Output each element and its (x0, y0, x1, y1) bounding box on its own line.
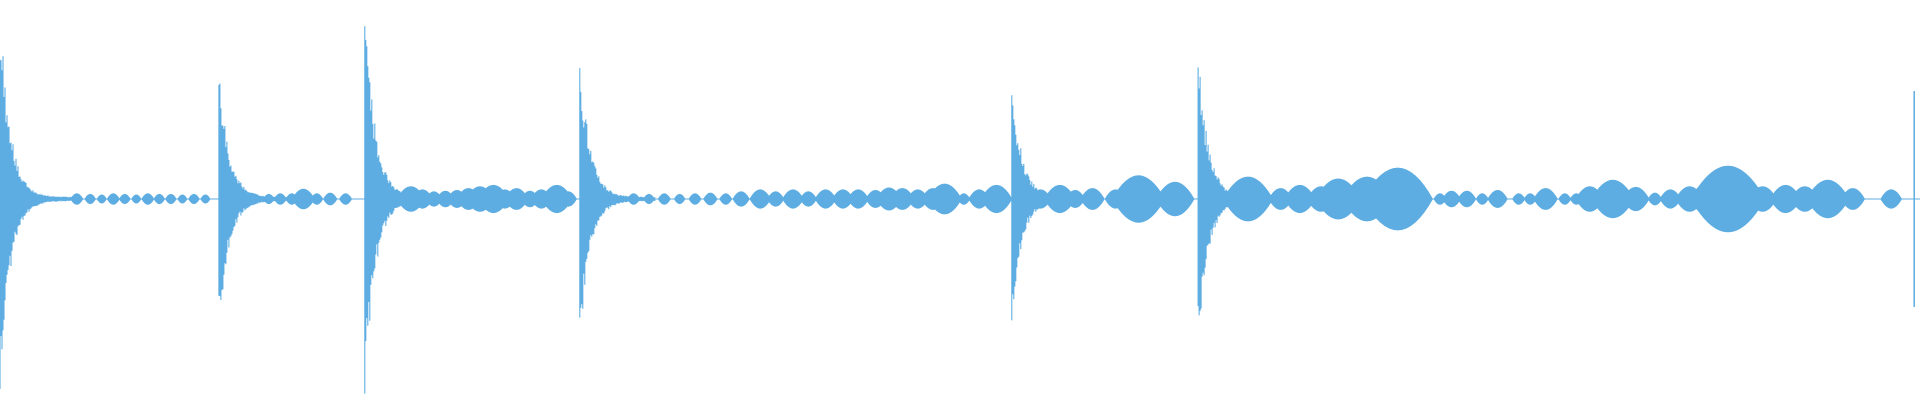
waveform-blip-44 (749, 189, 772, 209)
waveform-blip-2 (96, 194, 107, 204)
waveform-blip-0 (70, 193, 84, 205)
waveform-blip-77 (1442, 190, 1461, 208)
waveform-shape (0, 26, 1915, 394)
waveform-blip-42 (719, 193, 733, 205)
waveform-blip-84 (1558, 193, 1572, 205)
waveform-blip-66 (1111, 175, 1166, 223)
waveform-blip-49 (832, 189, 854, 209)
waveform-blip-46 (782, 189, 804, 209)
waveform-blip-61 (1029, 189, 1052, 209)
waveform-blip-14 (263, 193, 275, 205)
waveform-blip-10 (188, 193, 200, 205)
waveform-blip-64 (1080, 188, 1105, 210)
waveform-transient-2 (364, 26, 441, 394)
waveform-blip-75 (1406, 188, 1432, 210)
waveform-blip-43 (732, 191, 750, 207)
waveform-blip-95 (1769, 184, 1802, 214)
waveform-blip-3 (106, 193, 120, 205)
waveform-blip-35 (559, 191, 577, 207)
waveform-blip-11 (200, 194, 211, 204)
waveform-blip-79 (1475, 193, 1489, 205)
waveform-blip-68 (1222, 176, 1274, 222)
waveform-blip-6 (141, 193, 155, 205)
waveform-blip-53 (890, 188, 915, 210)
waveform-blip-8 (165, 193, 177, 205)
waveform-blip-23 (411, 189, 434, 209)
waveform-blip-54 (907, 189, 929, 209)
waveform-blip-98 (1840, 188, 1865, 210)
waveform-blip-97 (1806, 179, 1850, 219)
waveform-blip-31 (504, 188, 529, 210)
waveform-blip-74 (1362, 167, 1433, 231)
waveform-transient-0 (0, 56, 76, 389)
waveform-blip-63 (1065, 190, 1086, 208)
waveform-blip-67 (1155, 181, 1195, 217)
waveform-blip-20 (339, 193, 353, 205)
waveform-blip-47 (799, 191, 817, 207)
waveform-blip-34 (541, 184, 573, 214)
waveform-blip-37 (643, 193, 655, 205)
waveform-blip-36 (627, 193, 641, 205)
waveform-blip-88 (1622, 186, 1650, 212)
waveform-blip-15 (273, 193, 287, 205)
waveform-blip-45 (767, 191, 785, 207)
waveform-blip-1 (84, 193, 96, 205)
waveform-blip-83 (1533, 188, 1558, 210)
waveform-blip-40 (688, 193, 702, 205)
waveform-blip-24 (425, 191, 443, 207)
waveform-blip-94 (1748, 186, 1777, 212)
waveform-blip-69 (1268, 188, 1293, 210)
waveform-blip-59 (980, 184, 1013, 214)
waveform-blip-12 (228, 190, 248, 208)
waveform-blip-56 (927, 183, 962, 215)
waveform-blip-82 (1523, 193, 1537, 205)
waveform-blip-62 (1044, 184, 1076, 214)
waveform-blip-89 (1647, 192, 1663, 206)
waveform-blip-81 (1512, 193, 1526, 205)
waveform-transient-3 (579, 68, 656, 318)
waveform-blip-78 (1457, 190, 1477, 208)
waveform-blip-19 (323, 192, 338, 206)
waveform-blip-13 (247, 193, 260, 205)
waveform-blip-39 (673, 193, 686, 205)
waveform-blip-99 (1880, 189, 1902, 209)
waveform-blip-60 (1011, 193, 1025, 205)
waveform-blip-90 (1659, 189, 1682, 209)
waveform-blip-17 (291, 188, 315, 210)
waveform-blip-57 (957, 193, 971, 205)
waveform-blip-41 (703, 192, 718, 206)
waveform-blip-70 (1284, 184, 1316, 214)
waveform-blip-48 (814, 189, 837, 209)
waveform-blip-87 (1591, 179, 1635, 219)
waveform-blip-4 (119, 193, 131, 205)
waveform-blip-80 (1487, 190, 1508, 208)
waveform-blip-38 (657, 193, 671, 205)
waveform-blip-7 (153, 193, 166, 205)
waveform-blip-93 (1690, 165, 1766, 233)
waveform-blip-76 (1433, 193, 1447, 205)
waveform-blip-5 (131, 194, 142, 204)
waveform-blip-9 (177, 194, 188, 204)
waveform-blip-50 (847, 189, 869, 209)
waveform-blip-18 (310, 193, 324, 205)
waveform-transient-1 (218, 83, 295, 300)
